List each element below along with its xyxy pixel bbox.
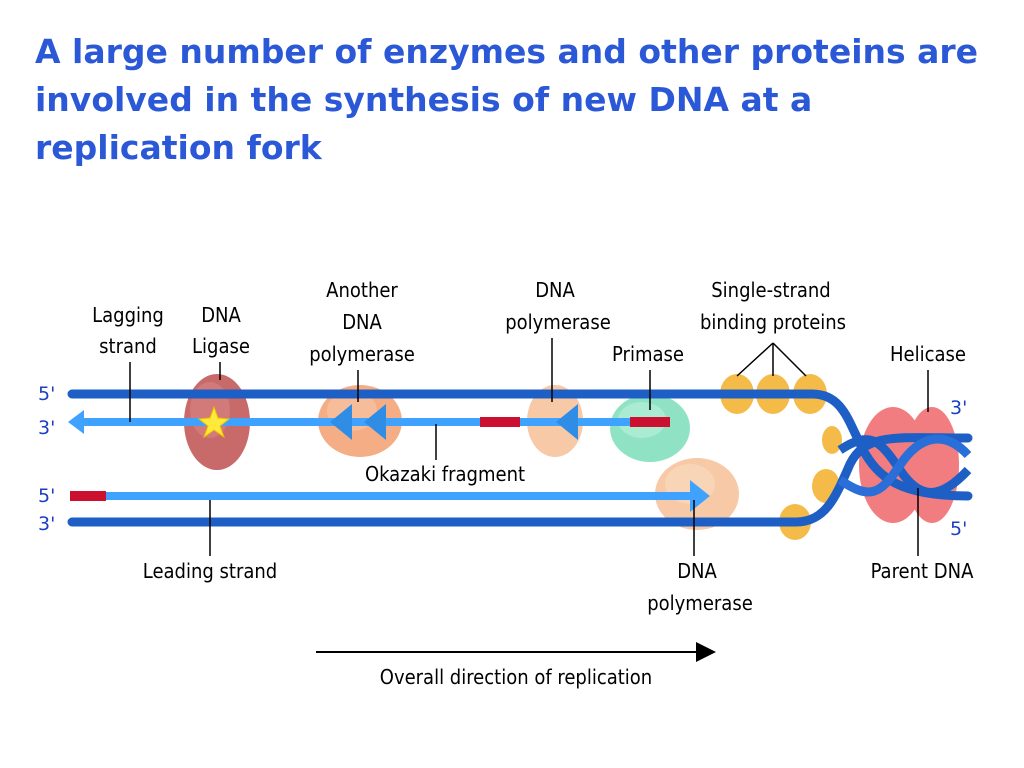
parent-dna-label: Parent DNA — [871, 559, 974, 583]
leader-lines — [129, 338, 929, 556]
primase-blob — [610, 394, 690, 462]
ssb-label-1: Single-strand — [711, 278, 831, 302]
bottom-polymerase-label-1: DNA — [677, 559, 717, 583]
top-polymerase-label-2: polymerase — [505, 310, 611, 334]
helicase-label: Helicase — [890, 342, 966, 366]
dna-ligase-label-1: DNA — [201, 303, 241, 327]
parent-dna-twist-b — [837, 434, 972, 497]
lagging-strand-label-1: Lagging — [92, 303, 164, 327]
leading-primer-segment — [70, 491, 106, 501]
bottom-polymerase-label-2: polymerase — [647, 591, 753, 615]
ligase-star-icon — [197, 405, 231, 439]
okazaki-fragment-label: Okazaki fragment — [365, 462, 525, 486]
lagging-strand — [68, 404, 670, 440]
okazaki-primer-segment — [480, 417, 520, 427]
top-left-3-prime-label: 3' — [38, 417, 55, 439]
slide-title: A large number of enzymes and other prot… — [35, 32, 979, 167]
bottom-parent-strand — [67, 433, 973, 527]
top-left-5-prime-label: 5' — [38, 383, 55, 405]
dna-ligase-label-2: Ligase — [192, 334, 250, 358]
another-polymerase-label-2: DNA — [342, 310, 382, 334]
right-top-3-prime-label: 3' — [950, 397, 967, 419]
another-polymerase-label-1: Another — [326, 278, 398, 302]
bottom-left-5-prime-label: 5' — [38, 485, 55, 507]
leading-strand — [70, 480, 710, 512]
ssb-label-2: binding proteins — [700, 310, 846, 334]
lagging-strand-label-2: strand — [99, 334, 157, 358]
top-polymerase-label-1: DNA — [535, 278, 575, 302]
another-polymerase-label-3: polymerase — [309, 342, 415, 366]
primase-label: Primase — [612, 342, 684, 366]
leading-strand-label: Leading strand — [143, 559, 277, 583]
right-bottom-5-prime-label: 5' — [950, 518, 967, 540]
overall-direction-label: Overall direction of replication — [380, 665, 652, 689]
primase-primer-segment — [630, 417, 670, 427]
bottom-left-3-prime-label: 3' — [38, 513, 55, 535]
